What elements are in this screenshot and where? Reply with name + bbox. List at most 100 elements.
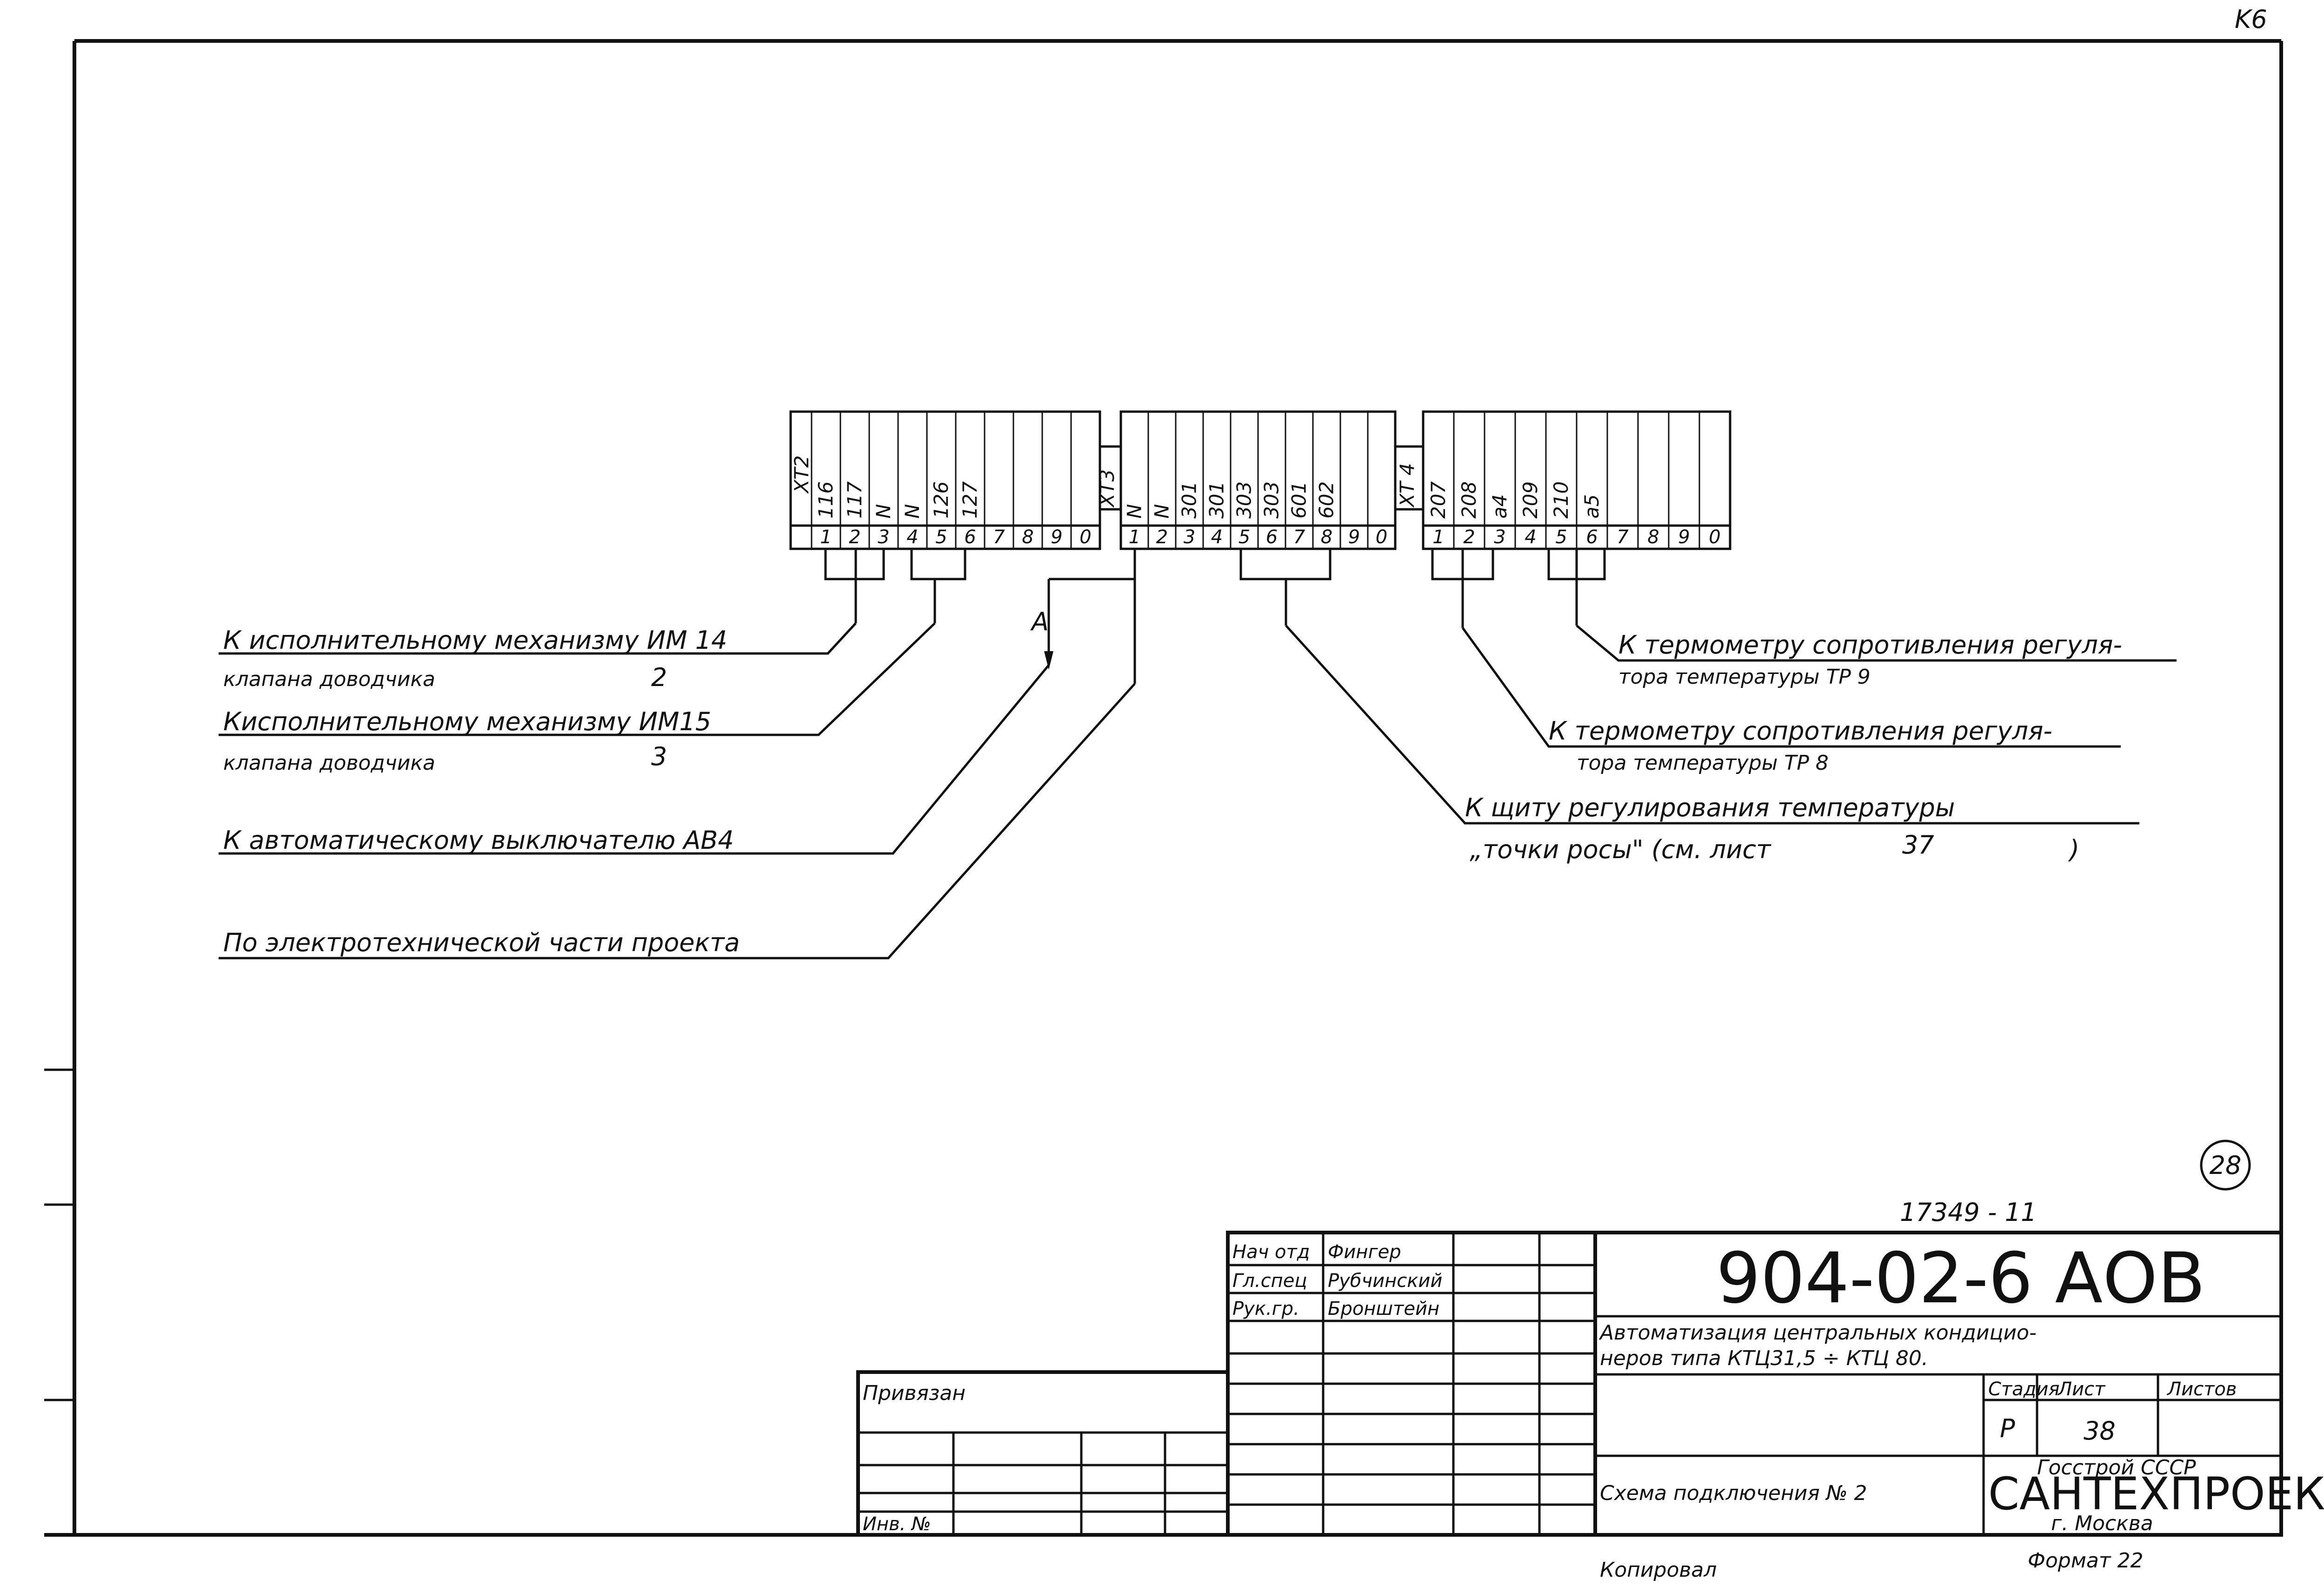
stage-header: Стадия bbox=[1988, 1379, 2059, 1400]
sheet-header: Лист bbox=[2057, 1379, 2106, 1400]
terminal-number: 4 bbox=[1525, 527, 1536, 548]
sheets-header: Листов bbox=[2166, 1379, 2237, 1400]
terminal-number: 7 bbox=[1617, 527, 1629, 548]
terminal-number: 8 bbox=[1647, 527, 1659, 548]
wire-label: 116 bbox=[814, 481, 837, 519]
terminal-number: 5 bbox=[935, 527, 947, 548]
terminal-number: 7 bbox=[993, 527, 1005, 548]
terminal-number: 6 bbox=[1266, 527, 1278, 548]
callouts: К исполнительному механизму ИМ 14 клапан… bbox=[223, 626, 2122, 957]
terminal-number: 9 bbox=[1051, 527, 1062, 548]
signer-role: Нач отд bbox=[1232, 1241, 1310, 1263]
wire-label: 126 bbox=[930, 481, 952, 519]
wire-label: 210 bbox=[1550, 481, 1572, 519]
leaders bbox=[219, 622, 2177, 960]
terminal-number: 5 bbox=[1239, 527, 1250, 548]
sheet-number-circle bbox=[2200, 1140, 2251, 1191]
wiring bbox=[824, 549, 1606, 684]
attached-label: Привязан bbox=[863, 1381, 966, 1405]
sheet-circle-number: 28 bbox=[2210, 1151, 2242, 1180]
callout-im15-num: 3 bbox=[651, 742, 667, 771]
signer-name: Рубчинский bbox=[1328, 1270, 1442, 1292]
org-name: САНТЕХПРОЕКТ bbox=[1988, 1468, 2324, 1520]
callout-dew-line2: „точки росы" (см. лист bbox=[1470, 835, 1771, 864]
terminal-number: 1 bbox=[1432, 527, 1444, 548]
terminal-block-id: XT2 bbox=[790, 455, 813, 494]
wire-label: a5 bbox=[1580, 494, 1603, 519]
corner-mark: K6 bbox=[2235, 5, 2267, 34]
wire-label: 602 bbox=[1315, 481, 1338, 519]
cable-letter: A bbox=[1030, 607, 1049, 636]
title-block bbox=[856, 1231, 2283, 1537]
copied-label: Копировал bbox=[1600, 1558, 1717, 1582]
wire-label: N bbox=[1151, 504, 1173, 519]
wire-label: 209 bbox=[1519, 481, 1542, 519]
terminal-number: 2 bbox=[849, 527, 860, 548]
document-title-line2: неров типа КТЦ31,5 ÷ КТЦ 80. bbox=[1600, 1346, 1928, 1370]
terminal-number: 6 bbox=[1586, 527, 1598, 548]
document-code: 904-02-6 АОВ bbox=[1716, 1238, 2205, 1319]
document-title-line1: Автоматизация центральных кондицио- bbox=[1598, 1321, 2037, 1345]
terminal-number: 7 bbox=[1293, 527, 1305, 548]
wire-label: 301 bbox=[1205, 481, 1228, 519]
terminal-number: 0 bbox=[1709, 527, 1720, 548]
terminal-number: 1 bbox=[1129, 527, 1140, 548]
signer-role: Гл.спец bbox=[1232, 1270, 1307, 1292]
callout-im15-line2: клапана доводчика bbox=[223, 751, 435, 775]
callout-tp9-line2: тора температуры ТР 9 bbox=[1618, 665, 1871, 689]
terminal-number: 4 bbox=[1211, 527, 1223, 548]
inventory-label: Инв. № bbox=[863, 1513, 931, 1535]
callout-im14: К исполнительному механизму ИМ 14 bbox=[223, 626, 727, 655]
callout-tp8: К термометру сопротивления регуля- bbox=[1549, 716, 2052, 746]
terminal-number: 9 bbox=[1678, 527, 1690, 548]
callout-im14-num: 2 bbox=[651, 663, 667, 692]
wire-label: N bbox=[901, 504, 924, 519]
org-city: г. Москва bbox=[2051, 1512, 2153, 1535]
wire-label: 303 bbox=[1260, 481, 1283, 519]
wire-label: 301 bbox=[1178, 481, 1201, 519]
callout-ab4: К автоматическому выключателю АВ4 bbox=[223, 826, 734, 855]
stage-value: Р bbox=[2000, 1414, 2015, 1443]
signer-name: Бронштейн bbox=[1328, 1298, 1439, 1320]
wire-label: N bbox=[1123, 504, 1146, 519]
terminal-number: 6 bbox=[964, 527, 976, 548]
terminal-number: 9 bbox=[1348, 527, 1360, 548]
terminal-number: 2 bbox=[1463, 527, 1475, 548]
arrowheads bbox=[1044, 651, 1053, 670]
wire-label: a4 bbox=[1488, 494, 1511, 519]
wire-label: N bbox=[872, 504, 895, 519]
terminal-number: 1 bbox=[820, 527, 832, 548]
callout-im14-line2: клапана доводчика bbox=[223, 667, 435, 691]
terminal-number: 5 bbox=[1555, 527, 1567, 548]
terminal-number: 3 bbox=[878, 527, 889, 548]
org-line1: Госстрой СССР bbox=[2037, 1456, 2196, 1480]
wire-label: 601 bbox=[1288, 481, 1311, 519]
wire-label: 117 bbox=[843, 481, 866, 519]
scheme-name: Схема подключения № 2 bbox=[1600, 1481, 1867, 1505]
wire-label: 127 bbox=[959, 481, 981, 519]
wire-label: 303 bbox=[1233, 481, 1256, 519]
format-label: Формат 22 bbox=[2028, 1549, 2144, 1573]
terminal-block-id: XT 4 bbox=[1396, 463, 1418, 508]
callout-dew: К щиту регулирования температуры bbox=[1465, 793, 1955, 822]
sheet-value: 38 bbox=[2084, 1416, 2116, 1446]
terminal-number: 3 bbox=[1494, 527, 1505, 548]
terminal-block-id: XT3 bbox=[1096, 469, 1119, 508]
callout-im15: Кисполнительному механизму ИМ15 bbox=[223, 707, 711, 736]
wire-label: 208 bbox=[1458, 481, 1480, 519]
terminal-number: 4 bbox=[906, 527, 918, 548]
wire-label: 207 bbox=[1427, 481, 1450, 519]
terminal-number: 0 bbox=[1376, 527, 1387, 548]
terminal-number: 3 bbox=[1184, 527, 1195, 548]
terminal-number: 8 bbox=[1022, 527, 1033, 548]
callout-elec: По электротехнической части проекта bbox=[223, 928, 740, 957]
callout-tp8-line2: тора температуры ТР 8 bbox=[1577, 751, 1829, 775]
callout-dew-sheet: 37 bbox=[1902, 830, 1934, 860]
terminal-block-xt2: XT2 bbox=[789, 410, 1101, 550]
callout-dew-close: ) bbox=[2068, 835, 2079, 864]
registration-number: 17349 - 11 bbox=[1900, 1198, 2037, 1227]
terminal-number: 0 bbox=[1079, 527, 1091, 548]
terminal-number: 2 bbox=[1156, 527, 1168, 548]
terminal-number: 8 bbox=[1321, 527, 1332, 548]
